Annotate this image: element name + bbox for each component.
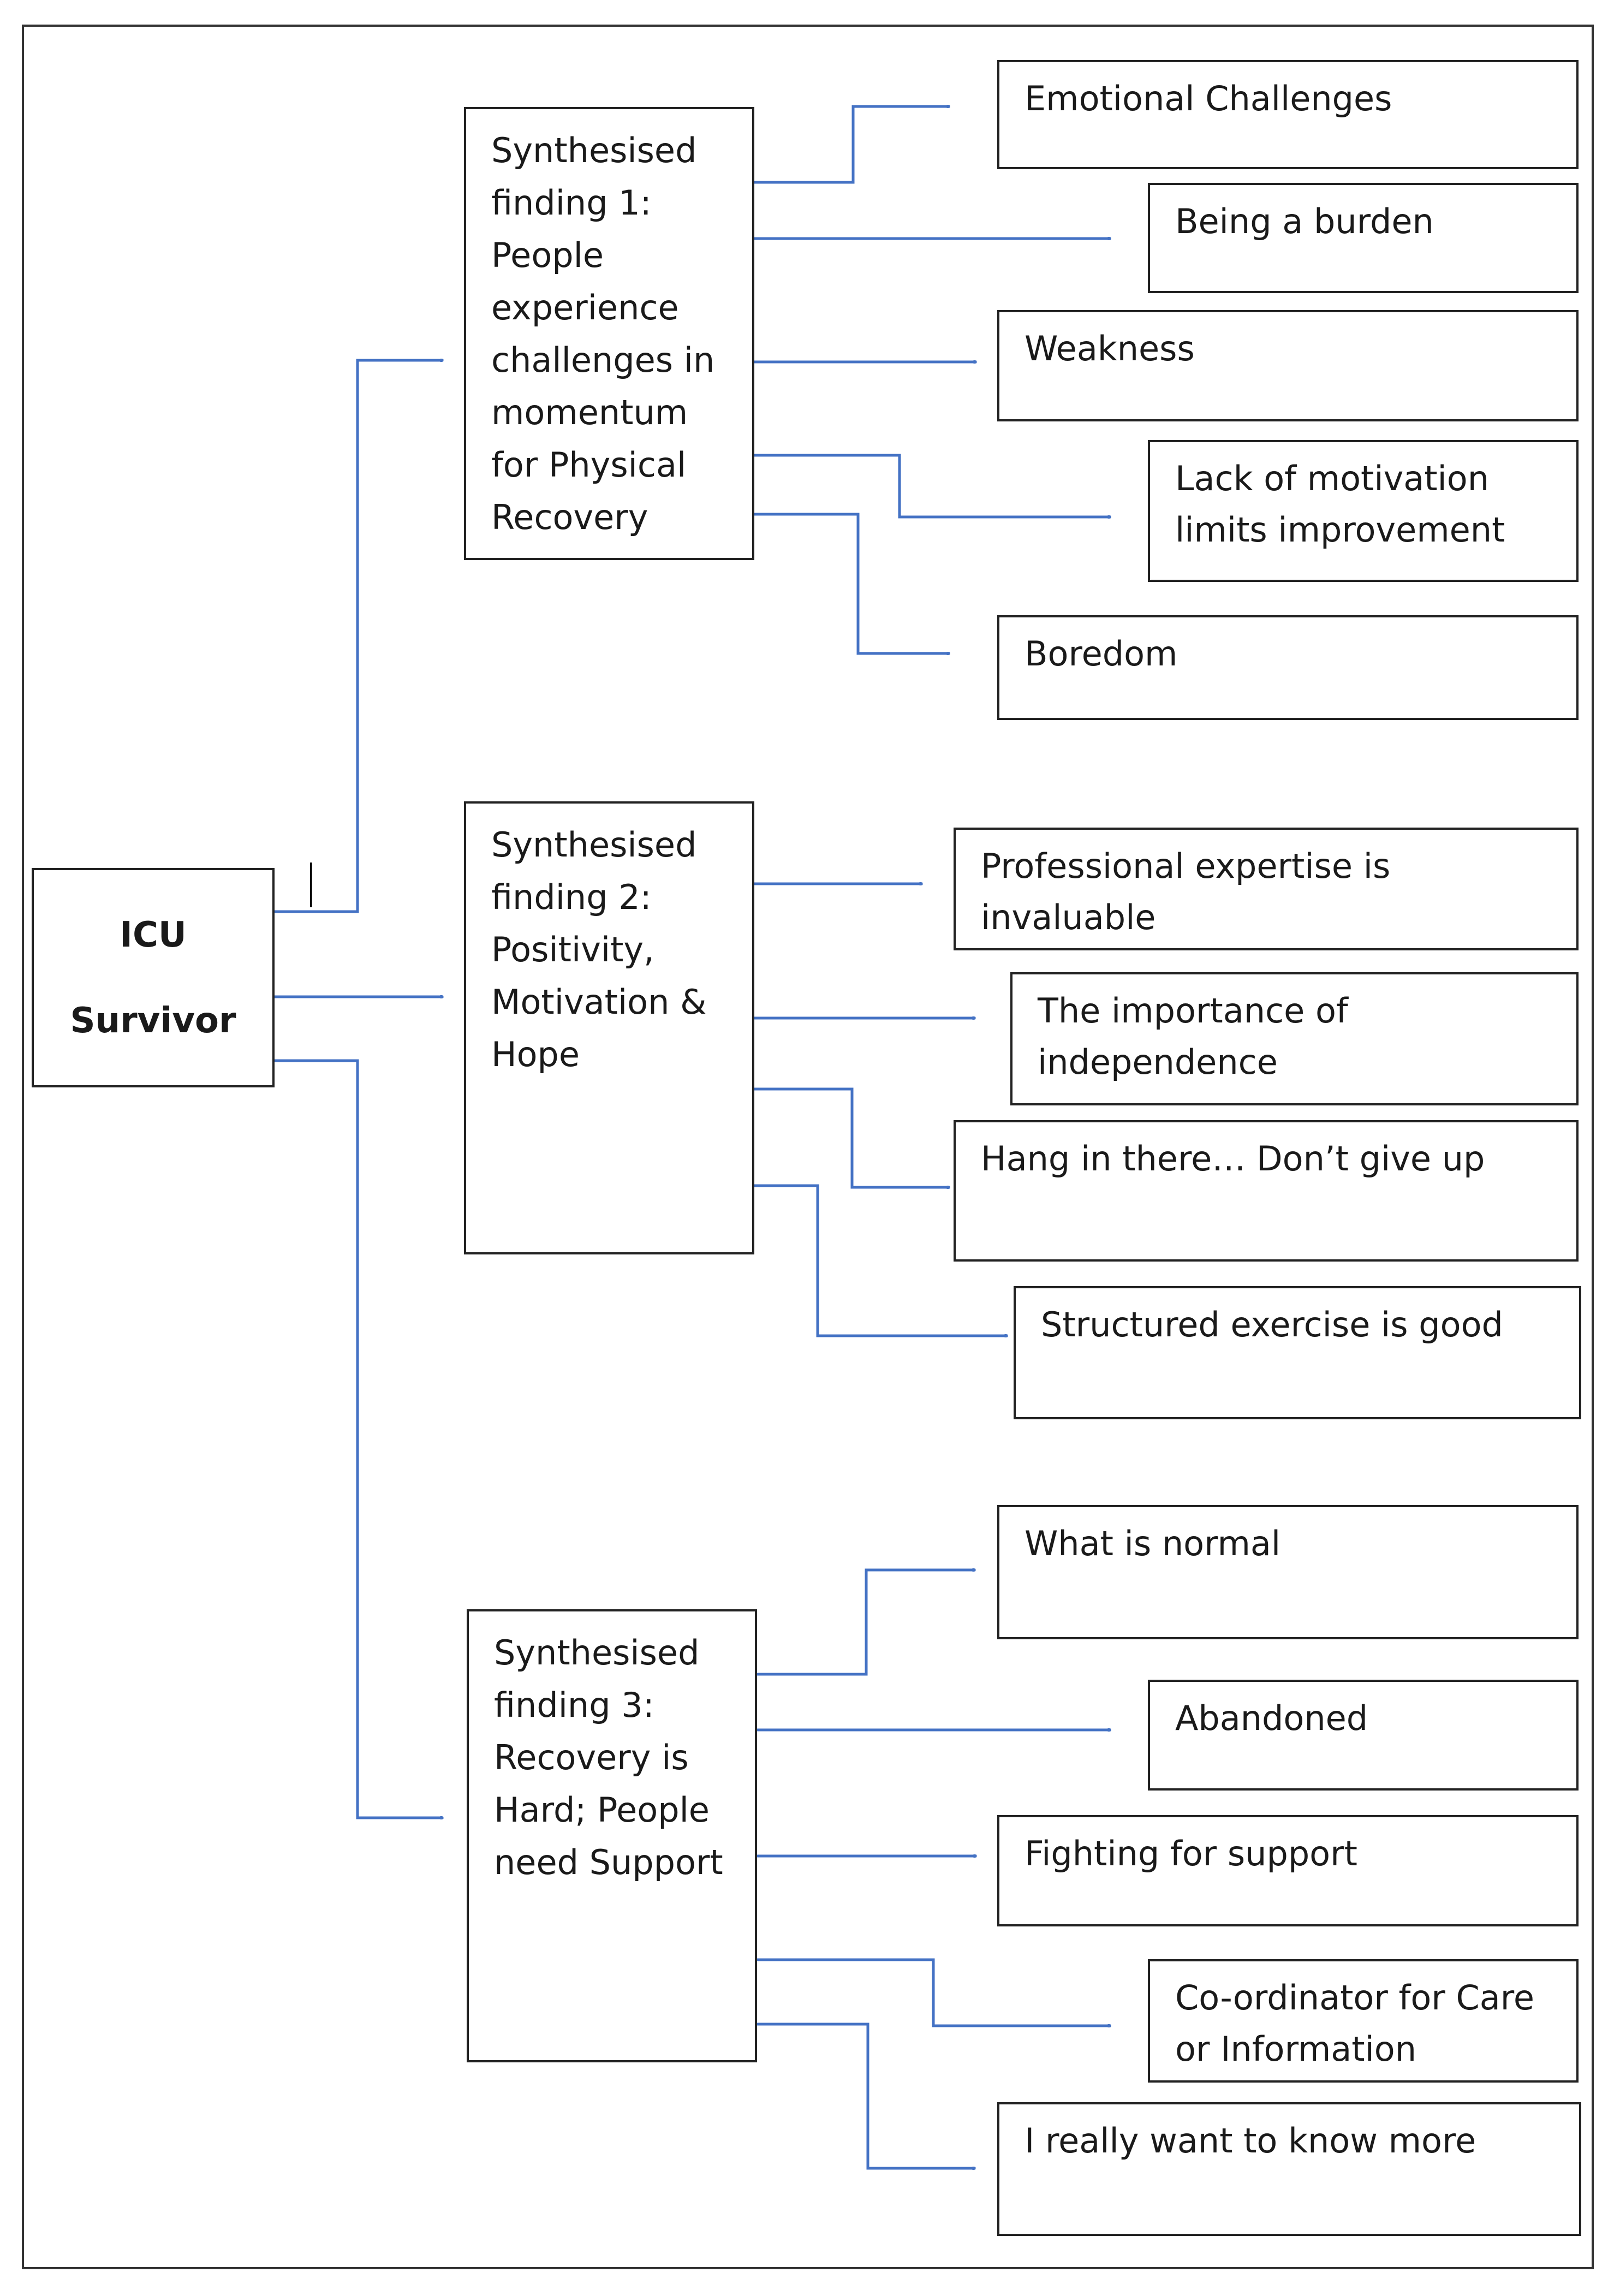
theme-weakness: Weakness [997,310,1579,421]
theme-boredom: Boredom [997,615,1579,720]
arrow-f1-boredom [754,513,950,653]
figure-frame [22,25,1594,2269]
theme-abandoned: Abandoned [1148,1680,1579,1791]
arrow-f3-coordinator [757,1958,1111,2026]
arrow-f1-lack-of-motivation [754,454,1111,517]
root-label-line-1: ICU [120,914,187,955]
synthesised-finding-3: Synthesised finding 3: Recovery is Hard;… [467,1609,757,2062]
theme-what-is-normal: What is normal [997,1505,1579,1639]
synthesised-finding-1: Synthesised finding 1: People experience… [464,107,754,560]
theme-emotional-challenges: Emotional Challenges [997,60,1579,169]
theme-want-to-know-more: I really want to know more [997,2102,1581,2236]
theme-importance-of-independence: The importance of independence [1010,972,1579,1105]
synthesised-finding-2: Synthesised finding 2: Positivity, Motiv… [464,801,754,1254]
root-label-line-2: Survivor [70,1000,236,1041]
theme-professional-expertise: Professional expertise is invaluable [954,828,1579,950]
arrow-root-to-finding-1 [275,360,443,913]
theme-coordinator-for-care: Co-ordinator for Care or Information [1148,1959,1579,2083]
theme-being-a-burden: Being a burden [1148,183,1579,293]
arrow-f2-structured-exercise [754,1184,1008,1336]
theme-structured-exercise: Structured exercise is good [1014,1286,1581,1419]
root-node-icu-survivor: ICU Survivor [32,868,275,1087]
theme-hang-in-there: Hang in there… Don’t give up [954,1120,1579,1262]
arrow-f2-hang-in-there [754,1087,950,1187]
theme-lack-of-motivation: Lack of motivation limits improvement [1148,440,1579,582]
arrow-f3-what-is-normal [757,1570,975,1676]
arrow-root-to-finding-3 [275,1059,443,1818]
theme-fighting-for-support: Fighting for support [997,1815,1579,1926]
arrow-f3-want-to-know-more [757,2023,975,2168]
arrow-f1-emotional-challenges [754,106,950,184]
